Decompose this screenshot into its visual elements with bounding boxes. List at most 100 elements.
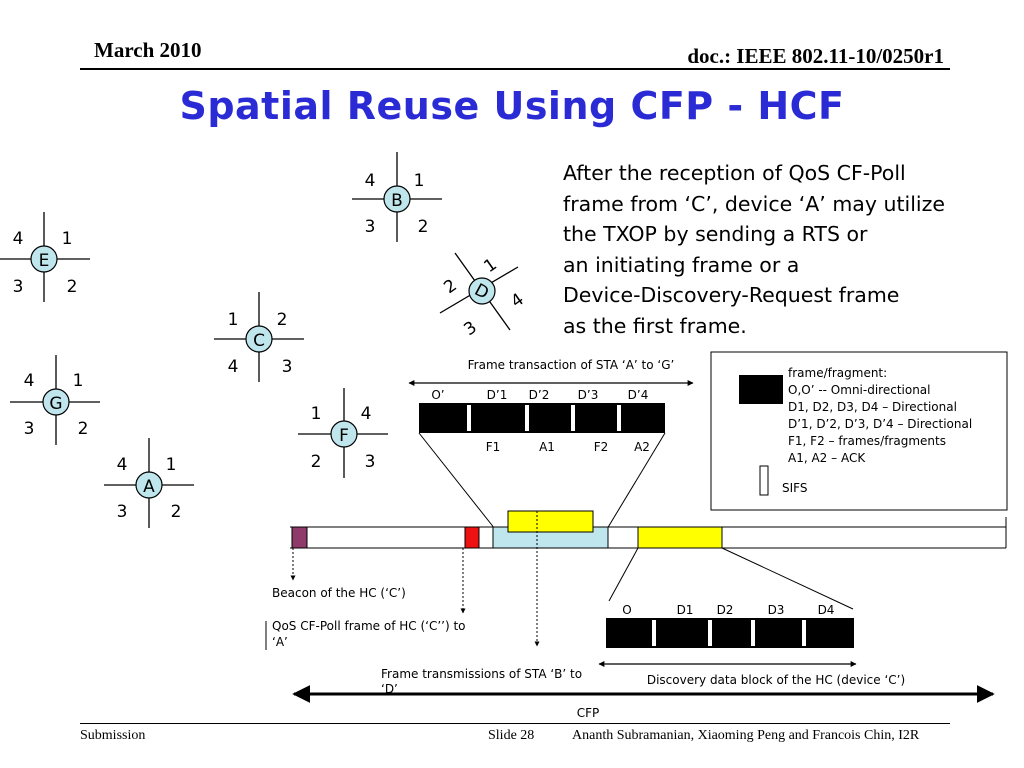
top-sifs-gap (467, 405, 471, 431)
bottom-zoom-line (608, 547, 639, 602)
footer-authors: Ananth Subramanian, Xiaoming Peng and Fr… (572, 728, 920, 743)
node-b: B 4 1 3 2 (352, 152, 442, 242)
footer-slide-number: Slide 28 (488, 728, 535, 743)
description-line: as the first frame. (563, 313, 747, 338)
node-c-circle (245, 325, 273, 353)
node-a-sector: 1 (166, 455, 177, 475)
b-to-d-caption: Frame transmissions of STA ‘B’ to (381, 667, 582, 681)
description-line: Device-Discovery-Request frame (563, 283, 900, 307)
top-block-label: A2 (634, 440, 650, 454)
bottom-frame-bar (606, 618, 854, 648)
top-zoom-line (418, 432, 496, 530)
top-sifs-gap (571, 405, 575, 431)
node-g-sector: 1 (73, 371, 84, 391)
legend-line: O,O’ -- Omni-directional (788, 383, 931, 397)
bottom-sifs-gap (708, 620, 712, 646)
legend-line: frame/fragment: (788, 366, 887, 380)
top-sifs-gap (617, 405, 621, 431)
node-e-sector: 2 (67, 277, 78, 297)
node-c-sector: 1 (228, 310, 239, 330)
top-sifs-gap (525, 405, 529, 431)
node-a-sector: 4 (117, 455, 128, 475)
node-c-sector: 3 (282, 357, 293, 377)
header-doc-id: doc.: IEEE 802.11-10/0250r1 (687, 44, 944, 68)
bottom-block-label: D4 (818, 603, 835, 617)
top-block-label: A1 (539, 440, 555, 454)
node-g-label: G (49, 394, 62, 414)
node-g-sector: 4 (24, 371, 35, 391)
bottom-zoom-line (721, 547, 854, 610)
node-e-label: E (39, 251, 50, 271)
node-b-sector: 4 (365, 171, 376, 191)
node-d-circle (468, 277, 496, 305)
poll-caption: QoS CF-Poll frame of HC (‘C’’) to (272, 619, 466, 633)
legend-line: F1, F2 – frames/fragments (788, 434, 946, 448)
legend-line: A1, A2 – ACK (788, 451, 866, 465)
beacon-caption: Beacon of the HC (‘C’) (272, 586, 406, 600)
top-zoom-line (606, 432, 666, 530)
timeline (290, 510, 1007, 647)
node-d: D 2 1 3 4 (439, 252, 528, 341)
node-e-circle (30, 245, 58, 273)
top-block-label: D’4 (628, 388, 649, 402)
legend-sifs-swatch (759, 465, 769, 496)
bottom-block-label: O (622, 603, 631, 617)
bottom-block-label: D3 (768, 603, 785, 617)
bottom-sifs-gap (751, 620, 755, 646)
legend-frame-swatch (739, 375, 783, 404)
node-c-label: C (253, 331, 265, 351)
bottom-block-label: D1 (677, 603, 694, 617)
discovery-block (637, 526, 723, 549)
node-e-sector: 1 (62, 229, 73, 249)
description-line: frame from ‘C’, device ‘A’ may utilize (563, 191, 946, 216)
node-g-sector: 3 (24, 419, 35, 439)
legend-line: D1, D2, D3, D4 – Directional (788, 400, 957, 414)
node-b-sector: 3 (365, 217, 376, 237)
top-block-label: D’1 (487, 388, 508, 402)
legend-line: D’1, D’2, D’3, D’4 – Directional (788, 417, 972, 431)
description-line: an initiating frame or a (563, 252, 800, 277)
bottom-sifs-gap (652, 620, 656, 646)
node-a-sector: 2 (171, 502, 182, 522)
node-f-sector: 1 (311, 404, 322, 424)
poll-caption: ‘A’ (272, 635, 288, 649)
node-b-circle (383, 185, 411, 213)
bottom-block-label: D2 (717, 603, 734, 617)
node-b-sector: 1 (414, 171, 425, 191)
top-block-caption: Frame transaction of STA ‘A’ to ‘G’ (468, 358, 675, 372)
node-e-sector: 3 (13, 277, 24, 297)
top-block-label: D’2 (529, 388, 550, 402)
beacon-frame (291, 526, 308, 549)
node-g-sector: 2 (78, 419, 89, 439)
node-g: G 4 1 3 2 (10, 355, 100, 445)
node-d-sector: 2 (440, 276, 460, 299)
legend: frame/fragment: O,O’ -- Omni-directional… (710, 351, 1008, 511)
node-e: E 4 1 3 2 (0, 212, 90, 302)
description-line: After the reception of QoS CF-Poll (563, 161, 906, 185)
discovery-caption: Discovery data block of the HC (device ‘… (647, 673, 905, 687)
node-c-sector: 4 (228, 357, 239, 377)
node-c: C 1 2 4 3 (214, 292, 304, 382)
node-a-label: A (143, 477, 155, 497)
node-e-sector: 4 (13, 229, 24, 249)
slide-title: Spatial Reuse Using CFP - HCF (179, 84, 845, 128)
description-text: After the reception of QoS CF-Poll frame… (563, 158, 1023, 341)
annotations: Beacon of the HC (‘C’) QoS CF-Poll frame… (265, 586, 995, 720)
top-block-label: O’ (431, 388, 444, 402)
node-f-sector: 4 (361, 404, 372, 424)
header-date: March 2010 (94, 38, 202, 62)
node-d-sector: 3 (460, 318, 480, 341)
footer-rule (80, 723, 950, 724)
bottom-frame-block: O D1 D2 D3 D4 Discovery data block of th… (598, 603, 905, 687)
node-a-circle (135, 471, 163, 499)
top-frame-block: Frame transaction of STA ‘A’ to ‘G’ O’ D… (408, 358, 694, 530)
node-b-label: B (391, 191, 403, 211)
node-d-sector: 4 (507, 290, 527, 313)
node-g-circle (42, 388, 70, 416)
node-f-label: F (339, 426, 349, 446)
node-f-circle (330, 420, 358, 448)
node-c-sector: 2 (277, 310, 288, 330)
node-f-sector: 2 (311, 452, 322, 472)
node-b-sector: 2 (418, 217, 429, 237)
